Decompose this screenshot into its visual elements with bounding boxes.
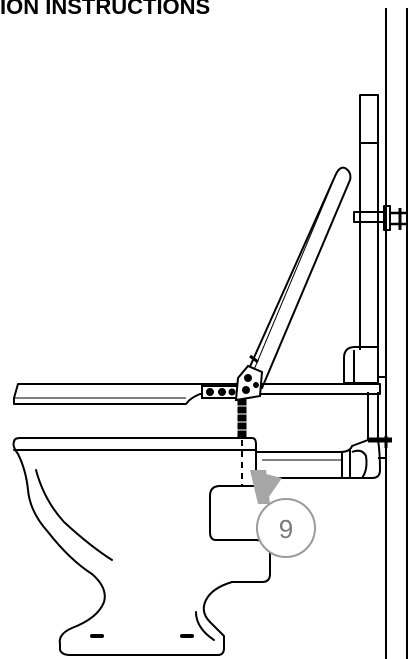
wall	[386, 8, 407, 659]
page-title: ION INSTRUCTIONS	[0, 0, 211, 19]
toilet-lid	[244, 168, 350, 388]
fixing-bolt	[237, 400, 247, 486]
cistern-pipe-assembly	[344, 95, 406, 440]
pointer-arrow	[250, 470, 282, 504]
callout-number: 9	[279, 514, 293, 544]
flush-pipe	[256, 436, 392, 478]
step-callout: 9	[257, 499, 315, 557]
toilet-bowl	[14, 438, 271, 655]
toilet-seat	[14, 384, 380, 404]
hinge-assembly	[202, 356, 262, 400]
